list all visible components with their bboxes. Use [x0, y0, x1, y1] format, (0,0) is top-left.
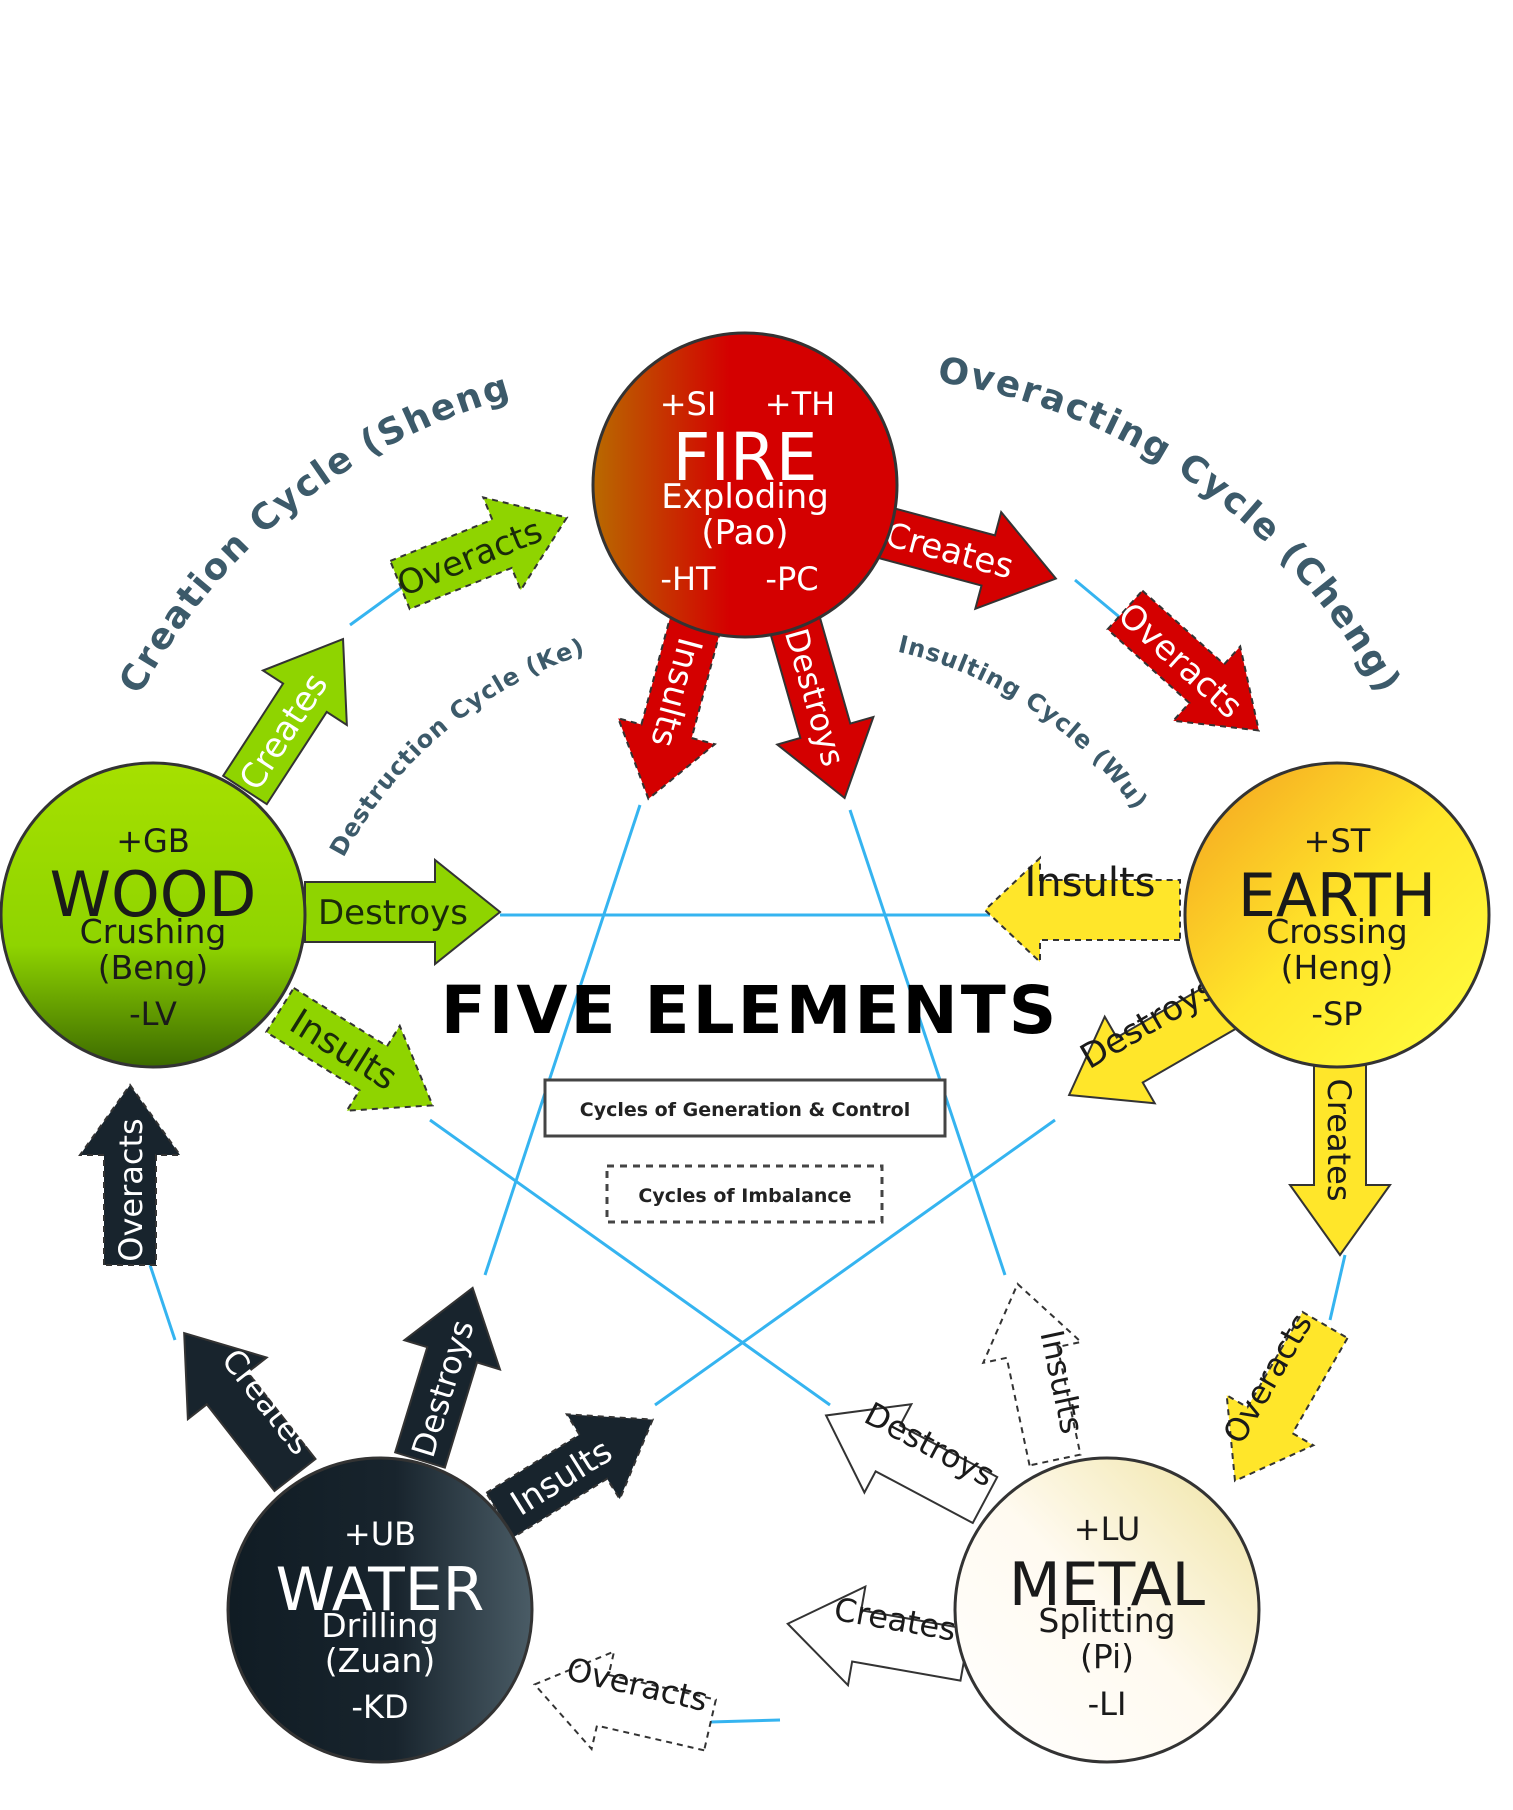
- cycle-lines: [148, 578, 1347, 1724]
- earth-plus: +ST: [1304, 822, 1371, 860]
- fire-overacts-arrow: Overacts: [1106, 589, 1261, 732]
- fire-name: FIRE: [673, 419, 818, 496]
- fire-minus-1: -HT: [660, 560, 716, 598]
- wood-insults-arrow: Insults: [264, 986, 435, 1112]
- metal-minus: -LI: [1088, 1685, 1127, 1723]
- metal-destroys-arrow: Destroys: [824, 1395, 1001, 1525]
- wood-pinyin: (Beng): [98, 948, 209, 987]
- svg-text:Insults: Insults: [1025, 860, 1156, 906]
- fire-minus-2: -PC: [765, 560, 818, 598]
- fire-plus-1: +SI: [660, 385, 717, 423]
- water-overacts-arrow: Overacts: [532, 1649, 718, 1752]
- element-water: +UB WATER Drilling (Zuan) -KD: [226, 1456, 534, 1764]
- destruction-cycle-label: Destruction Cycle (Ke): [324, 633, 588, 861]
- fire-insults-arrow: Insults: [616, 617, 722, 801]
- element-metal: +LU METAL Splitting (Pi) -LI: [953, 1456, 1261, 1764]
- water-plus: +UB: [344, 1515, 416, 1553]
- earth-insults-arrow: Insults: [983, 855, 1181, 965]
- line-wood-fire-outer: [349, 583, 406, 627]
- line-metal-water-outer: [709, 1718, 781, 1724]
- svg-text:Creates: Creates: [1320, 1079, 1358, 1202]
- fire-fist: Exploding: [661, 477, 829, 517]
- water-minus: -KD: [351, 1688, 408, 1726]
- fire-destroys-arrow: Destroys: [768, 616, 875, 800]
- svg-text:Destroys: Destroys: [318, 893, 468, 933]
- wood-destroys-arrow: Destroys: [304, 857, 502, 967]
- svg-text:Overacts: Overacts: [112, 1118, 150, 1261]
- earth-fist: Crossing: [1266, 912, 1408, 951]
- line-earth-water: [654, 1118, 1056, 1407]
- wood-minus: -LV: [129, 995, 177, 1033]
- line-water-wood-outer: [148, 1264, 177, 1341]
- metal-pinyin: (Pi): [1080, 1637, 1134, 1676]
- line-earth-metal-outer: [1328, 1254, 1347, 1321]
- earth-creates-arrow: Creates: [1288, 1064, 1392, 1257]
- legend-dashed-label: Cycles of Imbalance: [638, 1185, 851, 1207]
- legend: Cycles of Generation & Control Cycles of…: [543, 1078, 947, 1224]
- line-wood-metal: [429, 1118, 831, 1407]
- metal-plus: +LU: [1074, 1510, 1140, 1548]
- wood-overacts-arrow: Overacts: [388, 496, 569, 611]
- earth-overacts-arrow: Overacts: [1215, 1307, 1349, 1483]
- water-pinyin: (Zuan): [325, 1641, 435, 1680]
- diagram-title: FIVE ELEMENTS: [441, 972, 1060, 1049]
- line-fire-water: [483, 804, 642, 1276]
- water-overacts-up-arrow: Overacts: [78, 1083, 182, 1266]
- element-wood: +GB WOOD Crushing (Beng) -LV: [0, 761, 307, 1069]
- fire-pinyin: (Pao): [701, 513, 788, 553]
- wood-fist: Crushing: [80, 912, 227, 951]
- legend-solid-label: Cycles of Generation & Control: [580, 1099, 910, 1121]
- water-destroys-arrow: Destroys: [393, 1286, 502, 1469]
- earth-name: EARTH: [1238, 861, 1436, 931]
- fire-plus-2: +TH: [765, 385, 835, 423]
- water-fist: Drilling: [321, 1606, 439, 1645]
- earth-minus: -SP: [1311, 995, 1362, 1033]
- wood-plus: +GB: [116, 822, 190, 860]
- insulting-cycle-label: Insulting Cycle (Wu): [896, 630, 1154, 815]
- metal-creates-arrow: Creates: [786, 1584, 971, 1688]
- metal-fist: Splitting: [1038, 1601, 1175, 1640]
- metal-name: METAL: [1009, 1550, 1206, 1620]
- water-name: WATER: [276, 1555, 485, 1625]
- element-earth: +ST EARTH Crossing (Heng) -SP: [1183, 761, 1491, 1069]
- metal-insults-arrow: Insults: [981, 1282, 1091, 1467]
- earth-pinyin: (Heng): [1281, 948, 1394, 987]
- wood-name: WOOD: [50, 858, 257, 931]
- fire-creates-arrow: Creates: [874, 505, 1058, 611]
- legend-dashed-box: [605, 1164, 884, 1224]
- element-fire: +SI +TH FIRE Exploding (Pao) -HT -PC: [591, 331, 899, 639]
- legend-solid-box: [543, 1078, 947, 1138]
- line-fire-metal: [848, 809, 1007, 1276]
